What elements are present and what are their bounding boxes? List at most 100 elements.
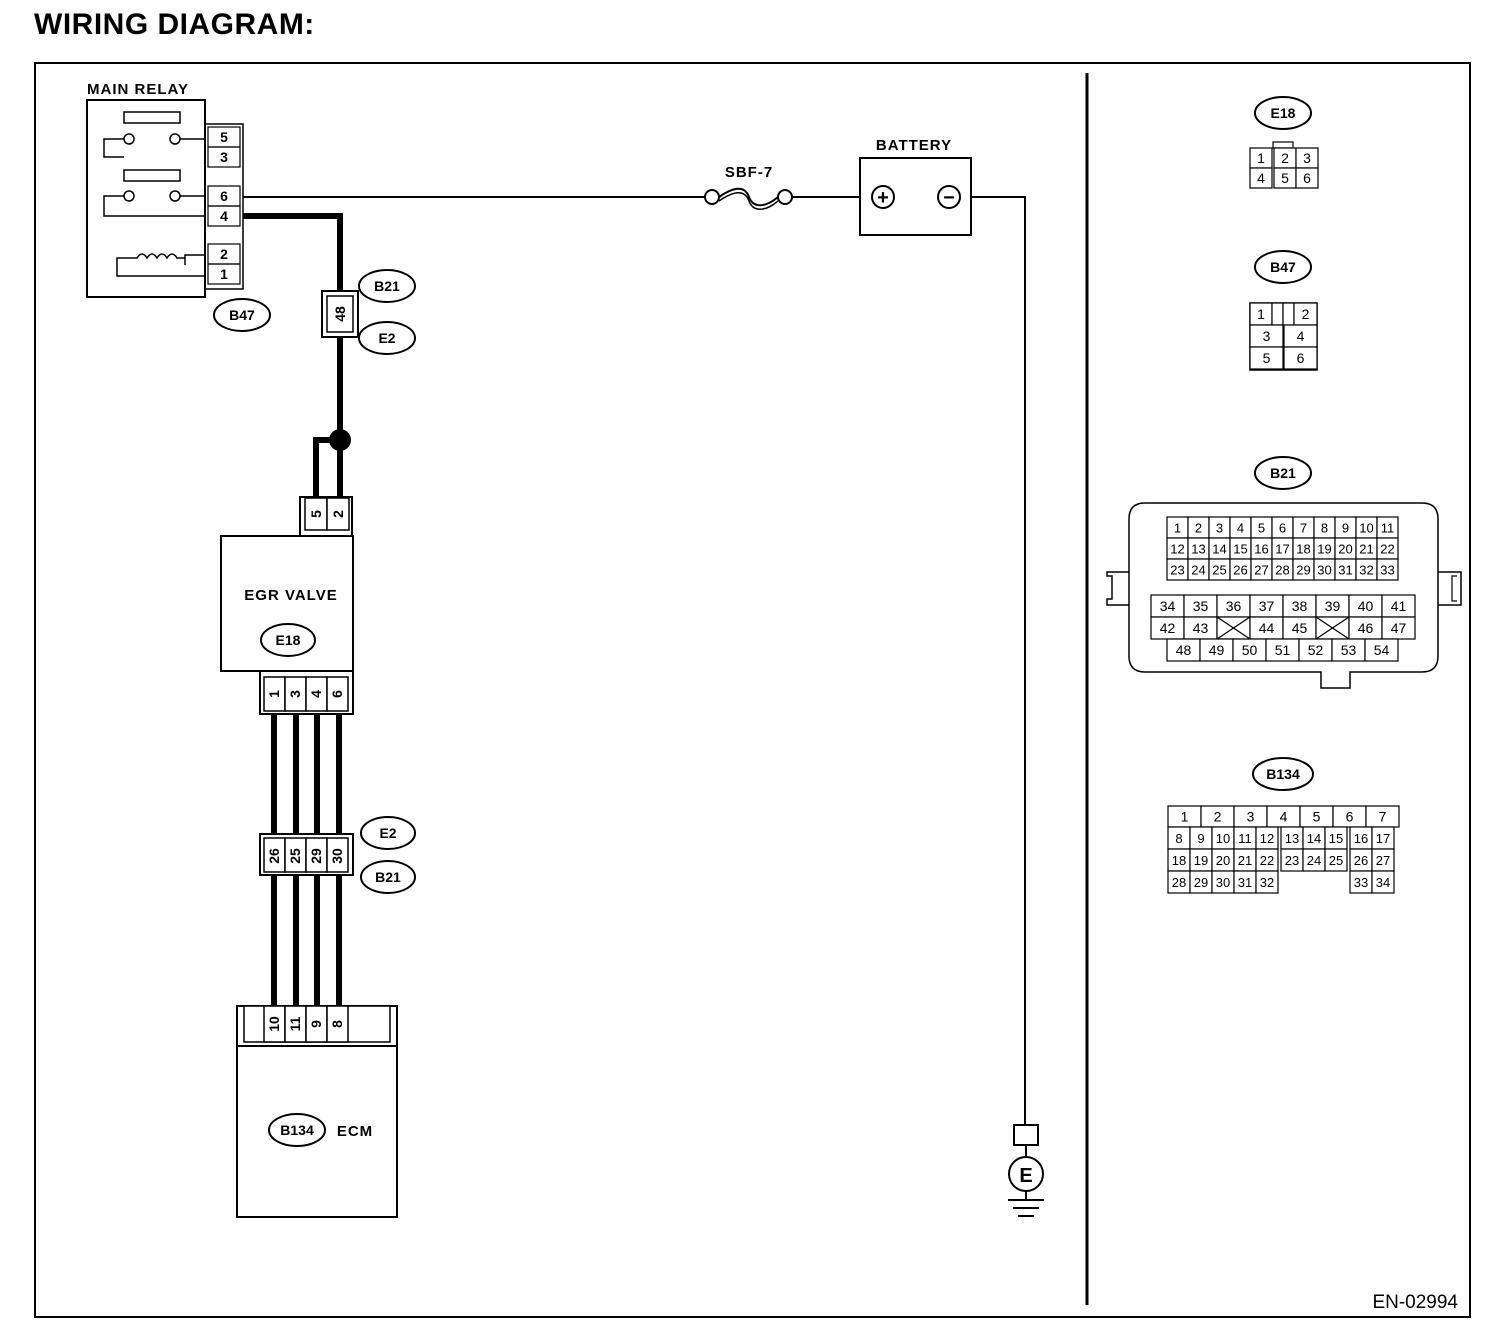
pin-number: 38 (1292, 598, 1308, 614)
pin-cell (1376, 558, 1399, 581)
pin-number: 53 (1341, 642, 1357, 658)
main-relay-label: MAIN RELAY (87, 81, 189, 98)
relay-pin: 1 (220, 266, 228, 282)
pin-number: 5 (1313, 809, 1321, 825)
pin-number: 17 (1275, 542, 1289, 557)
pin-number: 3 (1247, 809, 1255, 825)
pin-cell (1364, 638, 1399, 662)
pin-number: 14 (1307, 831, 1321, 846)
pin-number: 41 (1391, 598, 1407, 614)
pin-number: 43 (1193, 620, 1209, 636)
connector-tag (213, 298, 271, 332)
relay-pin: 5 (220, 129, 228, 145)
pin-number: 31 (1238, 875, 1252, 890)
connector-tag-label: E18 (1271, 105, 1296, 121)
relay-pin: 6 (220, 188, 228, 204)
pin-number: 33 (1380, 563, 1394, 578)
pin-number: 4 (1237, 521, 1244, 536)
pin-number: 6 (1297, 350, 1305, 366)
battery-minus: − (943, 187, 955, 209)
ecm-label: ECM (337, 1123, 373, 1140)
pin-cell (1249, 167, 1273, 189)
pin-number: 12 (1170, 542, 1184, 557)
connector-tag-label: B21 (375, 869, 401, 885)
page-title: WIRING DIAGRAM: (34, 8, 315, 41)
pin-number: 22 (1260, 853, 1274, 868)
pin-number: 26 (1354, 853, 1368, 868)
pin-number: 7 (1379, 809, 1387, 825)
pin-number: 10 (1216, 831, 1230, 846)
pin-number: 28 (1275, 563, 1289, 578)
pin-number: 45 (1292, 620, 1308, 636)
pin-number: 7 (1300, 521, 1307, 536)
pin-number: 22 (1380, 542, 1394, 557)
pin-number: 36 (1226, 598, 1242, 614)
connector-tag-label: E2 (378, 330, 395, 346)
egr-pin: 6 (329, 690, 345, 698)
battery-label: BATTERY (876, 137, 952, 154)
joint-connector-top: 48 B21 E2 (321, 269, 416, 355)
pin-number: 23 (1285, 853, 1299, 868)
main-relay: MAIN RELAY 5 3 6 4 2 1 B47 (86, 81, 271, 332)
pin-number: 42 (1160, 620, 1176, 636)
pin-number: 16 (1354, 831, 1368, 846)
pin-number: 18 (1172, 853, 1186, 868)
pin-number: 5 (1263, 350, 1271, 366)
pin-number: 8 (1321, 521, 1328, 536)
wires (243, 196, 1026, 1125)
pin-number: 3 (1263, 328, 1271, 344)
pin-number: 29 (1296, 563, 1310, 578)
fuse-label: SBF-7 (725, 164, 773, 181)
pin-number: 2 (1302, 306, 1310, 322)
ecm-pin: 10 (266, 1016, 282, 1032)
battery: BATTERY + − (859, 137, 972, 236)
pin-number: 13 (1285, 831, 1299, 846)
pin-number: 27 (1376, 853, 1390, 868)
ecm-pin: 8 (329, 1020, 345, 1028)
splice-point (329, 429, 351, 451)
joint-pin: 48 (332, 306, 348, 322)
connector-tag-label: B47 (1270, 259, 1296, 275)
pin-number: 4 (1280, 809, 1288, 825)
egr-pin: 2 (330, 510, 346, 518)
pin-number: 54 (1374, 642, 1390, 658)
connector-tag-label: E18 (276, 632, 301, 648)
pin-number: 21 (1238, 853, 1252, 868)
pin-number: 33 (1354, 875, 1368, 890)
pin-number: 4 (1297, 328, 1305, 344)
pin-number: 26 (1233, 563, 1247, 578)
egr-valve-label: EGR VALVE (244, 587, 337, 604)
blank-pin-mark (1216, 616, 1251, 640)
pin-cell (1283, 346, 1318, 370)
pin-number: 27 (1254, 563, 1268, 578)
connector-tag-label: B21 (1270, 465, 1296, 481)
pin-number: 24 (1191, 563, 1205, 578)
pin-number: 17 (1376, 831, 1390, 846)
pin-number: 2 (1214, 809, 1222, 825)
pin-number: 18 (1296, 542, 1310, 557)
pin-number: 21 (1359, 542, 1373, 557)
pin-number: 48 (1176, 642, 1192, 658)
pin-number: 31 (1338, 563, 1352, 578)
pin-number: 39 (1325, 598, 1341, 614)
pin-number: 6 (1303, 170, 1311, 186)
joint-pin: 30 (329, 848, 345, 864)
pin-number: 25 (1212, 563, 1226, 578)
pin-number: 30 (1216, 875, 1230, 890)
pin-number: 51 (1275, 642, 1291, 658)
joint-pin: 29 (308, 848, 324, 864)
ground-label: E (1019, 1165, 1032, 1187)
relay-pin: 4 (220, 208, 228, 224)
egr-valve: 5 2 EGR VALVE E18 1 3 4 6 (220, 496, 354, 715)
pin-number: 44 (1259, 620, 1275, 636)
ground-symbol: E (1008, 1124, 1044, 1217)
pin-number: 20 (1216, 853, 1230, 868)
connector-tag-label: E2 (379, 825, 396, 841)
pin-number: 14 (1212, 542, 1226, 557)
pin-number: 5 (1258, 521, 1265, 536)
pin-number: 15 (1329, 831, 1343, 846)
